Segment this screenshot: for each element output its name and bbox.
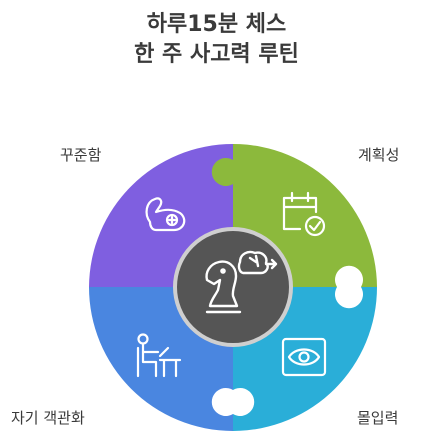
label-consistency: 꾸준함 — [60, 146, 102, 164]
eye-focus-icon — [281, 337, 327, 377]
label-focus: 몰입력 — [357, 409, 399, 427]
label-self-objectivity: 자기 객관화 — [11, 409, 85, 427]
title-line-2: 한 주 사고력 루틴 — [134, 42, 299, 67]
title-line-1: 하루15분 체스 — [146, 12, 287, 37]
person-at-desk-icon — [136, 333, 182, 378]
flexed-arm-icon — [145, 197, 186, 232]
diagram-title: 하루15분 체스 한 주 사고력 루틴 — [0, 10, 433, 70]
calendar-check-icon — [282, 191, 326, 237]
label-planning: 계획성 — [358, 146, 400, 164]
chess-knight-brain-icon — [205, 250, 278, 314]
